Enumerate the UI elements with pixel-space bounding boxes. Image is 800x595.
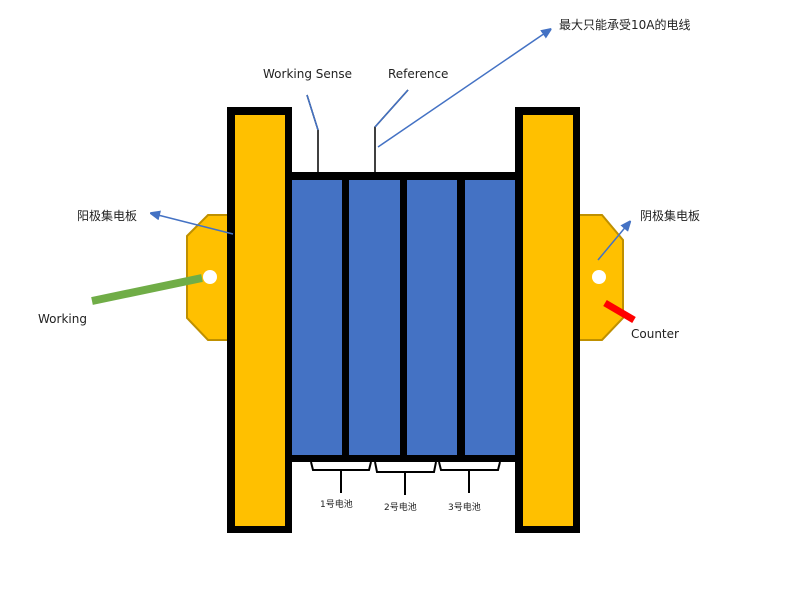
cell3-label: 3号电池 — [448, 503, 481, 513]
reference-label: Reference — [388, 67, 449, 81]
working-lead — [91, 274, 203, 305]
cathode-plate-label: 阴极集电板 — [640, 209, 701, 223]
cell-brackets — [310, 461, 501, 495]
working-sense-wire — [306, 94, 319, 172]
reference-wire — [374, 89, 409, 172]
working-terminal — [203, 270, 217, 284]
working-sense-label: Working Sense — [263, 67, 352, 81]
reference-line — [306, 94, 319, 131]
counter-label: Counter — [631, 327, 679, 341]
cell-4 — [465, 180, 515, 455]
cathode-arrow — [597, 224, 628, 261]
cell-1 — [292, 180, 342, 455]
anode-plate-label: 阳极集电板 — [77, 209, 138, 223]
counter-terminal — [592, 270, 606, 284]
anode-arrow — [154, 214, 234, 235]
cell-2 — [349, 180, 400, 455]
max-current-arrow — [377, 31, 548, 148]
counter-lead — [603, 299, 636, 324]
cell2-label: 2号电池 — [384, 503, 417, 513]
cell-3 — [407, 180, 457, 455]
working-label: Working — [38, 312, 87, 326]
max-current-label: 最大只能承受10A的电线 — [559, 18, 691, 32]
cell1-label: 1号电池 — [320, 500, 353, 510]
